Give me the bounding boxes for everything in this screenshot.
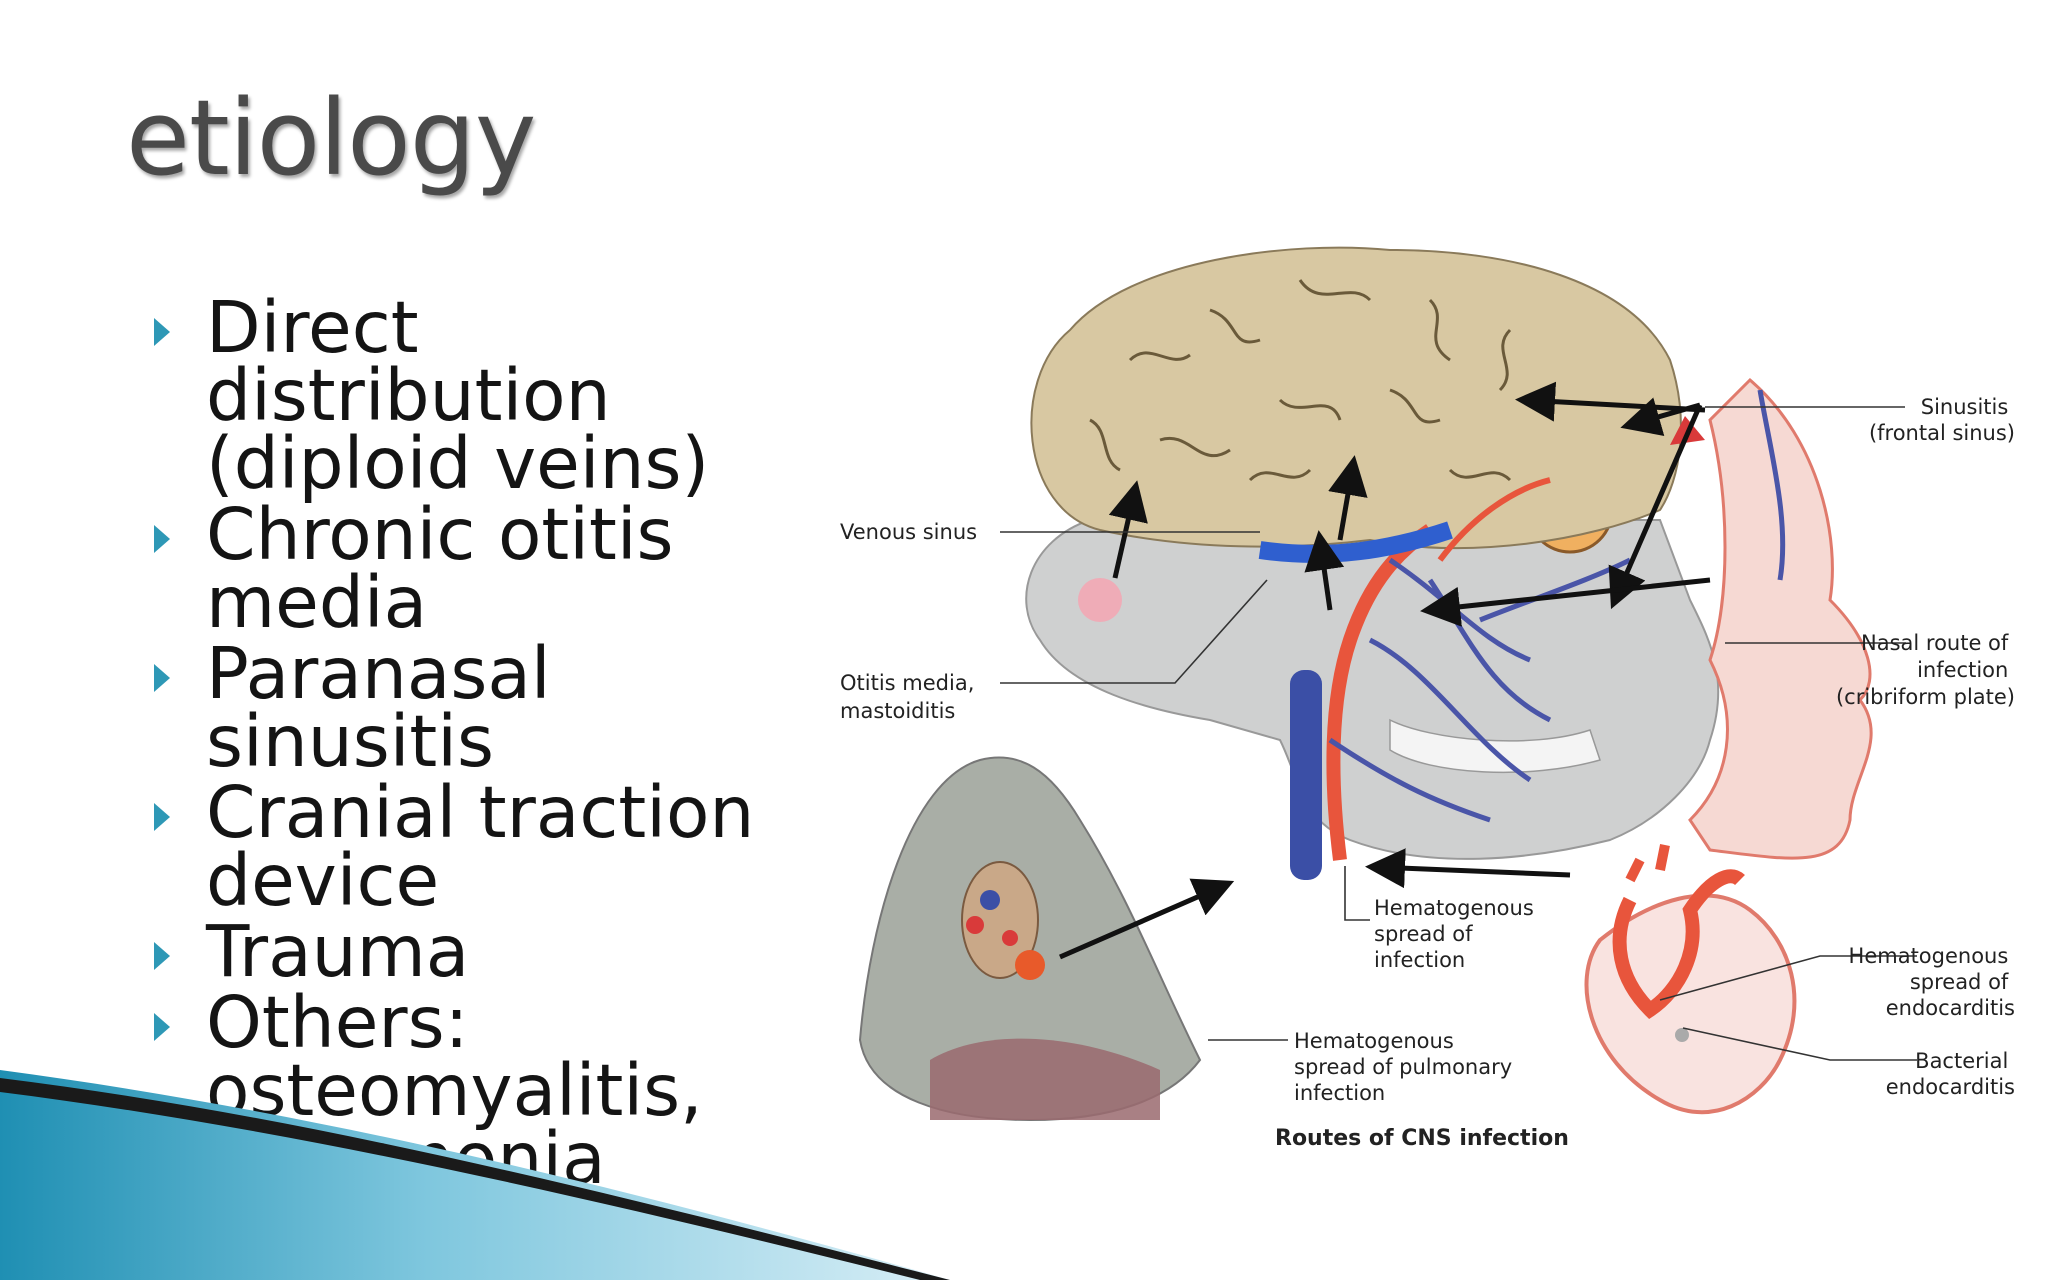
label-pulmonary-spread: Hematogenous spread of pulmonary infecti… [1294, 1029, 1519, 1105]
diagram-labels: Sinusitis (frontal sinus) Venous sinus O… [840, 395, 2015, 1151]
label-nasal-route: Nasal route of infection (cribriform pla… [1836, 631, 2015, 709]
label-otitis-media: Otitis media, mastoiditis [840, 671, 981, 723]
label-line: spread of pulmonary [1294, 1055, 1512, 1079]
label-line: (frontal sinus) [1869, 421, 2015, 445]
leader-lines [1000, 406, 1917, 1061]
bullet-item: Trauma [140, 916, 812, 987]
bullet-arrow-icon [154, 318, 170, 346]
cns-infection-diagram: Sinusitis (frontal sinus) Venous sinus O… [840, 246, 2015, 1151]
label-venous-sinus: Venous sinus [840, 520, 977, 544]
bullet-item: Paranasal sinusitis [140, 638, 812, 777]
label-line: Bacterial [1915, 1049, 2008, 1073]
vessel-illustration [1258, 389, 1786, 880]
label-hematogenous-infection: Hematogenous spread of infection [1374, 896, 1540, 972]
bullet-arrow-icon [154, 1013, 170, 1041]
label-line: infection [1374, 948, 1465, 972]
bullet-item: Chronic otitis media [140, 499, 812, 638]
label-line: mastoiditis [840, 699, 955, 723]
brain-illustration [1030, 246, 1682, 550]
bullet-text: Chronic otitis media [206, 493, 674, 644]
label-line: infection [1294, 1081, 1385, 1105]
label-line: Venous sinus [840, 520, 977, 544]
bullet-text: Direct distribution (diploid veins) [206, 294, 710, 505]
label-bacterial-endocarditis: Bacterial endocarditis [1886, 1049, 2015, 1099]
bullet-arrow-icon [154, 803, 170, 831]
label-line: Hematogenous [1374, 896, 1534, 920]
label-line: Hematogenous [1849, 944, 2009, 968]
label-line: Otitis media, [840, 671, 974, 695]
bullet-arrow-icon [154, 525, 170, 553]
route-arrows [1059, 381, 1711, 960]
label-line: Sinusitis [1921, 395, 2009, 419]
decorative-swoosh [0, 1070, 950, 1280]
label-sinusitis: Sinusitis (frontal sinus) [1869, 395, 2015, 445]
label-line: spread of [1374, 922, 1473, 946]
label-line: endocarditis [1886, 1075, 2015, 1099]
label-line: infection [1917, 658, 2008, 682]
bullet-item: Direct distribution (diploid veins) [140, 294, 812, 499]
diagram-caption: Routes of CNS infection [1275, 1126, 1569, 1151]
label-line: (cribriform plate) [1836, 685, 2015, 709]
slide-title: etiology [126, 77, 536, 199]
bullet-text: Trauma [206, 910, 470, 993]
bullet-item: Cranial traction device [140, 777, 812, 916]
heart-illustration [1584, 844, 1797, 1115]
bullet-list: Direct distribution (diploid veins) Chro… [140, 294, 812, 1196]
label-line: Nasal route of [1861, 631, 2009, 655]
bullet-arrow-icon [154, 942, 170, 970]
label-line: Hematogenous [1294, 1029, 1454, 1053]
label-line: endocarditis [1886, 996, 2015, 1020]
bullet-text: Paranasal sinusitis [206, 632, 551, 783]
label-hematogenous-endocarditis: Hematogenous spread of endocarditis [1849, 944, 2015, 1020]
lung-illustration [858, 756, 1202, 1122]
label-line: spread of [1910, 970, 2009, 994]
bullet-text: Cranial traction device [206, 771, 755, 922]
bullet-arrow-icon [154, 664, 170, 692]
